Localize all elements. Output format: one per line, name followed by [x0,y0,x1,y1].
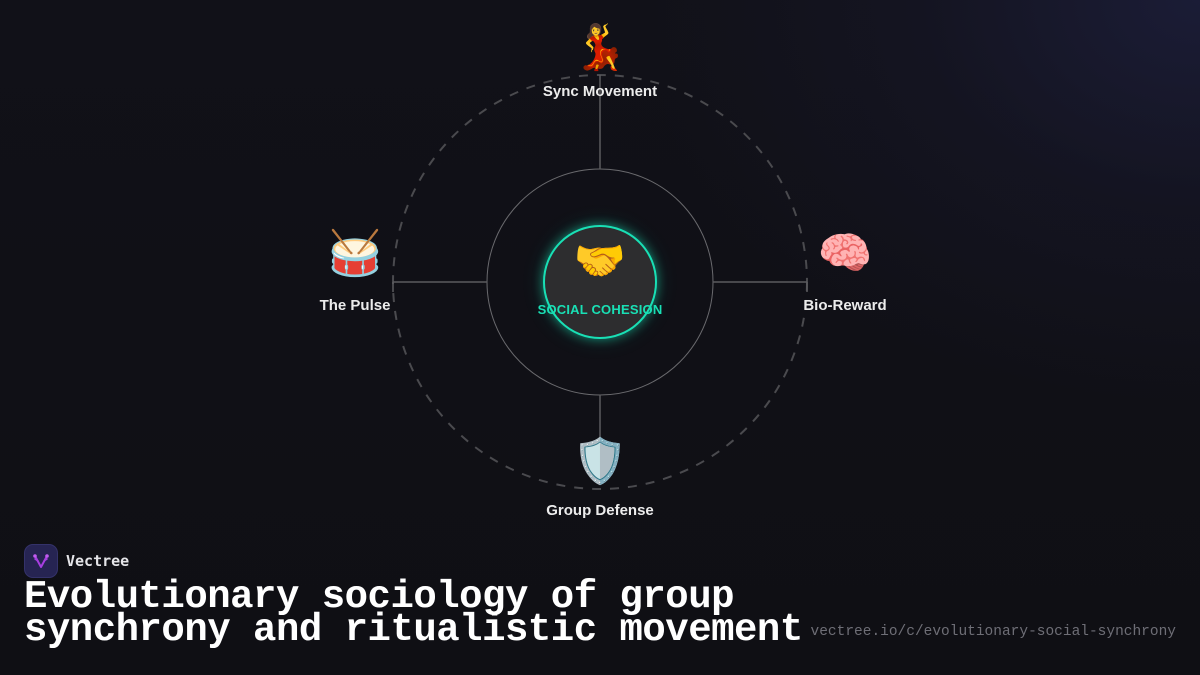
node-the-pulse: 🥁 The Pulse [265,226,445,315]
title-line-1: Evolutionary sociology of group [24,575,735,619]
center-label: SOCIAL COHESION [537,302,663,317]
node-bio-reward: 🧠 Bio-Reward [755,226,935,315]
node-sync-movement: 💃 Sync Movement [510,20,690,101]
page-title: Evolutionary sociology of group synchron… [24,575,803,652]
node-label: Sync Movement [542,83,658,100]
dancer-icon: 💃 [572,23,628,72]
brain-icon: 🧠 [817,229,873,278]
node-label: Bio-Reward [803,297,887,314]
node-group-defense: 🛡️ Group Defense [510,434,690,520]
brand-name: Vectree [66,552,130,570]
shield-icon: 🛡️ [572,437,628,486]
center-node: 🤝 [543,225,657,339]
source-url[interactable]: vectree.io/c/evolutionary-social-synchro… [810,624,1176,640]
handshake-icon: 🤝 [573,237,627,284]
drum-icon: 🥁 [327,229,383,278]
brand: Vectree [24,544,129,578]
node-label: The Pulse [319,297,391,314]
title-line-2: synchrony and ritualistic movement [24,608,803,652]
vectree-logo-icon [24,544,58,578]
node-label: Group Defense [546,502,654,519]
